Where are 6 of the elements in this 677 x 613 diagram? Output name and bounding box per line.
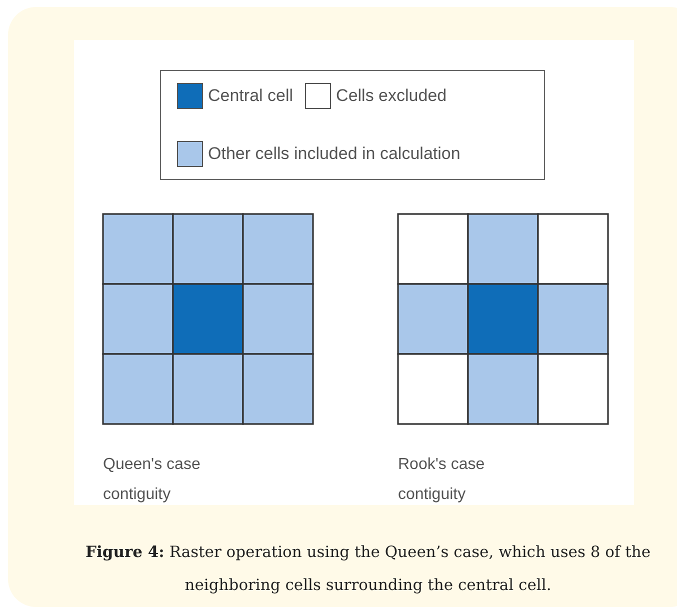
legend-label: Central cell <box>208 86 294 106</box>
legend-label: Other cells included in calculation <box>208 144 460 164</box>
grid-label: Rook's case contiguity <box>398 455 486 505</box>
legend-label: Cells excluded <box>336 86 447 106</box>
figure-caption: Figure 4: Raster operation using the Queen’s case, which uses 8 of the neighboring cells surrounding the central cell. <box>84 541 652 596</box>
grid-label: Queen's case contiguity <box>103 455 202 505</box>
